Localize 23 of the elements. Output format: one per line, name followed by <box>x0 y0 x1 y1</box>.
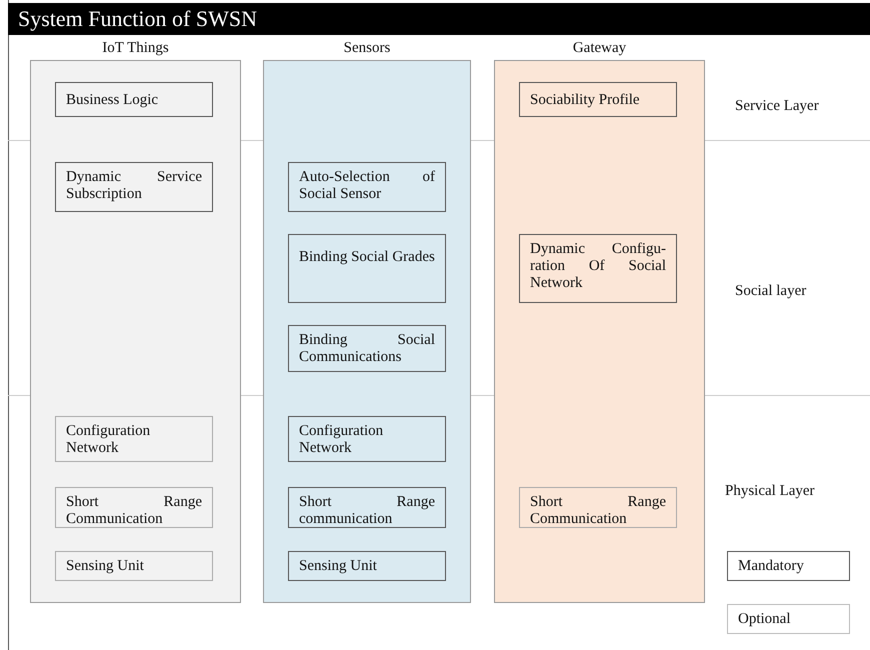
mandatory-function-box: Business Logic <box>55 82 213 117</box>
mandatory-function-box: Short Range communication <box>288 487 446 528</box>
legend-sample: Mandatory <box>727 551 850 581</box>
optional-function-box: Short Range Communication <box>55 487 213 528</box>
mandatory-function-box: Binding Social Grades <box>288 234 446 303</box>
legend-sample: Optional <box>727 604 850 634</box>
mandatory-function-box: Sociability Profile <box>519 82 677 117</box>
mandatory-function-box: Dynamic Service Subscription <box>55 162 213 212</box>
layer-label: Service Layer <box>735 98 819 115</box>
title-bar: System Function of SWSN <box>8 3 870 35</box>
mandatory-function-box: Binding Social Communications <box>288 325 446 372</box>
column-heading: Gateway <box>572 39 628 58</box>
layer-label: Physical Layer <box>725 483 815 500</box>
mandatory-function-box: Dynamic Configu- ration Of Social Network <box>519 234 677 303</box>
column-heading: Sensors <box>342 39 392 58</box>
mandatory-function-box: Configuration Network <box>288 416 446 462</box>
optional-function-box: Sensing Unit <box>55 551 213 581</box>
column-heading: IoT Things <box>101 39 170 58</box>
mandatory-function-box: Auto-Selection of Social Sensor <box>288 162 446 212</box>
layer-label: Social layer <box>735 283 806 300</box>
optional-function-box: Short Range Communication <box>519 487 677 528</box>
mandatory-function-box: Sensing Unit <box>288 551 446 581</box>
optional-function-box: Configuration Network <box>55 416 213 462</box>
